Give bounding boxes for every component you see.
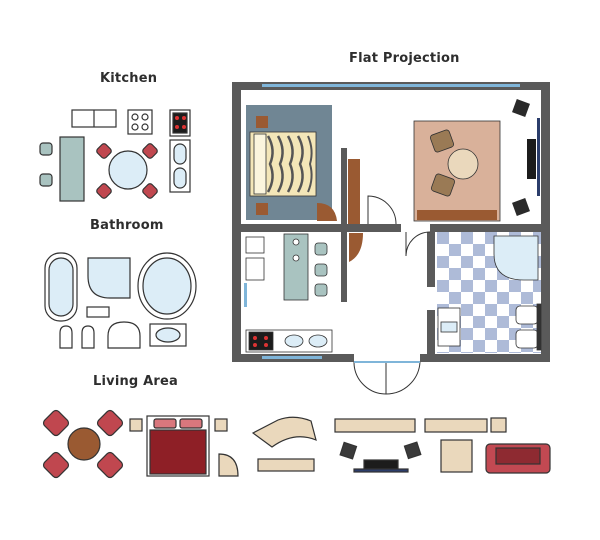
curved-sofa-icon xyxy=(251,416,317,448)
corner-bath-icon xyxy=(87,257,131,299)
square-stool-icon xyxy=(490,417,507,433)
nightstand-icon xyxy=(256,203,268,215)
sofa-icon xyxy=(485,443,551,474)
interior-walls xyxy=(241,148,541,362)
tv-console xyxy=(417,210,497,220)
dining-set-icon xyxy=(96,143,158,199)
bench-icon xyxy=(257,458,315,472)
kitchen-icons xyxy=(39,109,191,202)
living-area-title: Living Area xyxy=(93,374,179,389)
kitchen-title: Kitchen xyxy=(100,71,158,86)
coffee-table-icon xyxy=(440,439,473,473)
windows xyxy=(244,84,520,359)
bed xyxy=(249,131,317,197)
tv-set-icon xyxy=(339,441,422,473)
bathtub-icon xyxy=(44,252,78,322)
speaker-icon xyxy=(512,99,530,117)
flat-projection-title: Flat Projection xyxy=(349,51,460,66)
long-cabinet-icon xyxy=(334,418,416,433)
kitchen-units xyxy=(245,233,333,353)
bathroom-fixtures xyxy=(437,235,542,351)
kitchen-door xyxy=(349,233,363,262)
living-table-set xyxy=(429,129,479,197)
long-cabinet-icon xyxy=(424,418,488,433)
speaker-icon xyxy=(512,198,530,216)
dining-table-icon xyxy=(42,409,124,479)
cooktop-icon xyxy=(169,109,191,137)
nightstand-icon xyxy=(256,116,268,128)
double-sink-icon xyxy=(169,139,191,193)
sink-icon xyxy=(107,321,187,349)
toilet-icon xyxy=(59,325,95,349)
tv-screen xyxy=(527,139,536,179)
wardrobe xyxy=(348,159,360,224)
round-bath-icon xyxy=(137,252,197,320)
hob-icon xyxy=(127,109,153,135)
double-bed-icon xyxy=(146,415,210,477)
living-area-icons xyxy=(42,409,551,479)
armchair-icon xyxy=(218,453,239,477)
stool-icon xyxy=(39,173,53,187)
side-table-icon xyxy=(214,418,228,432)
tv-screen-edge xyxy=(537,118,540,196)
side-table-icon xyxy=(129,418,143,432)
stool-icon xyxy=(39,142,53,156)
doors xyxy=(353,195,431,395)
kitchen-island-icon xyxy=(59,136,85,202)
bedroom-door xyxy=(317,203,337,221)
flat-projection-plan xyxy=(232,82,550,395)
bathroom-icons xyxy=(44,252,197,349)
bathroom-title: Bathroom xyxy=(90,218,164,233)
toilet-tank-icon xyxy=(86,306,110,318)
